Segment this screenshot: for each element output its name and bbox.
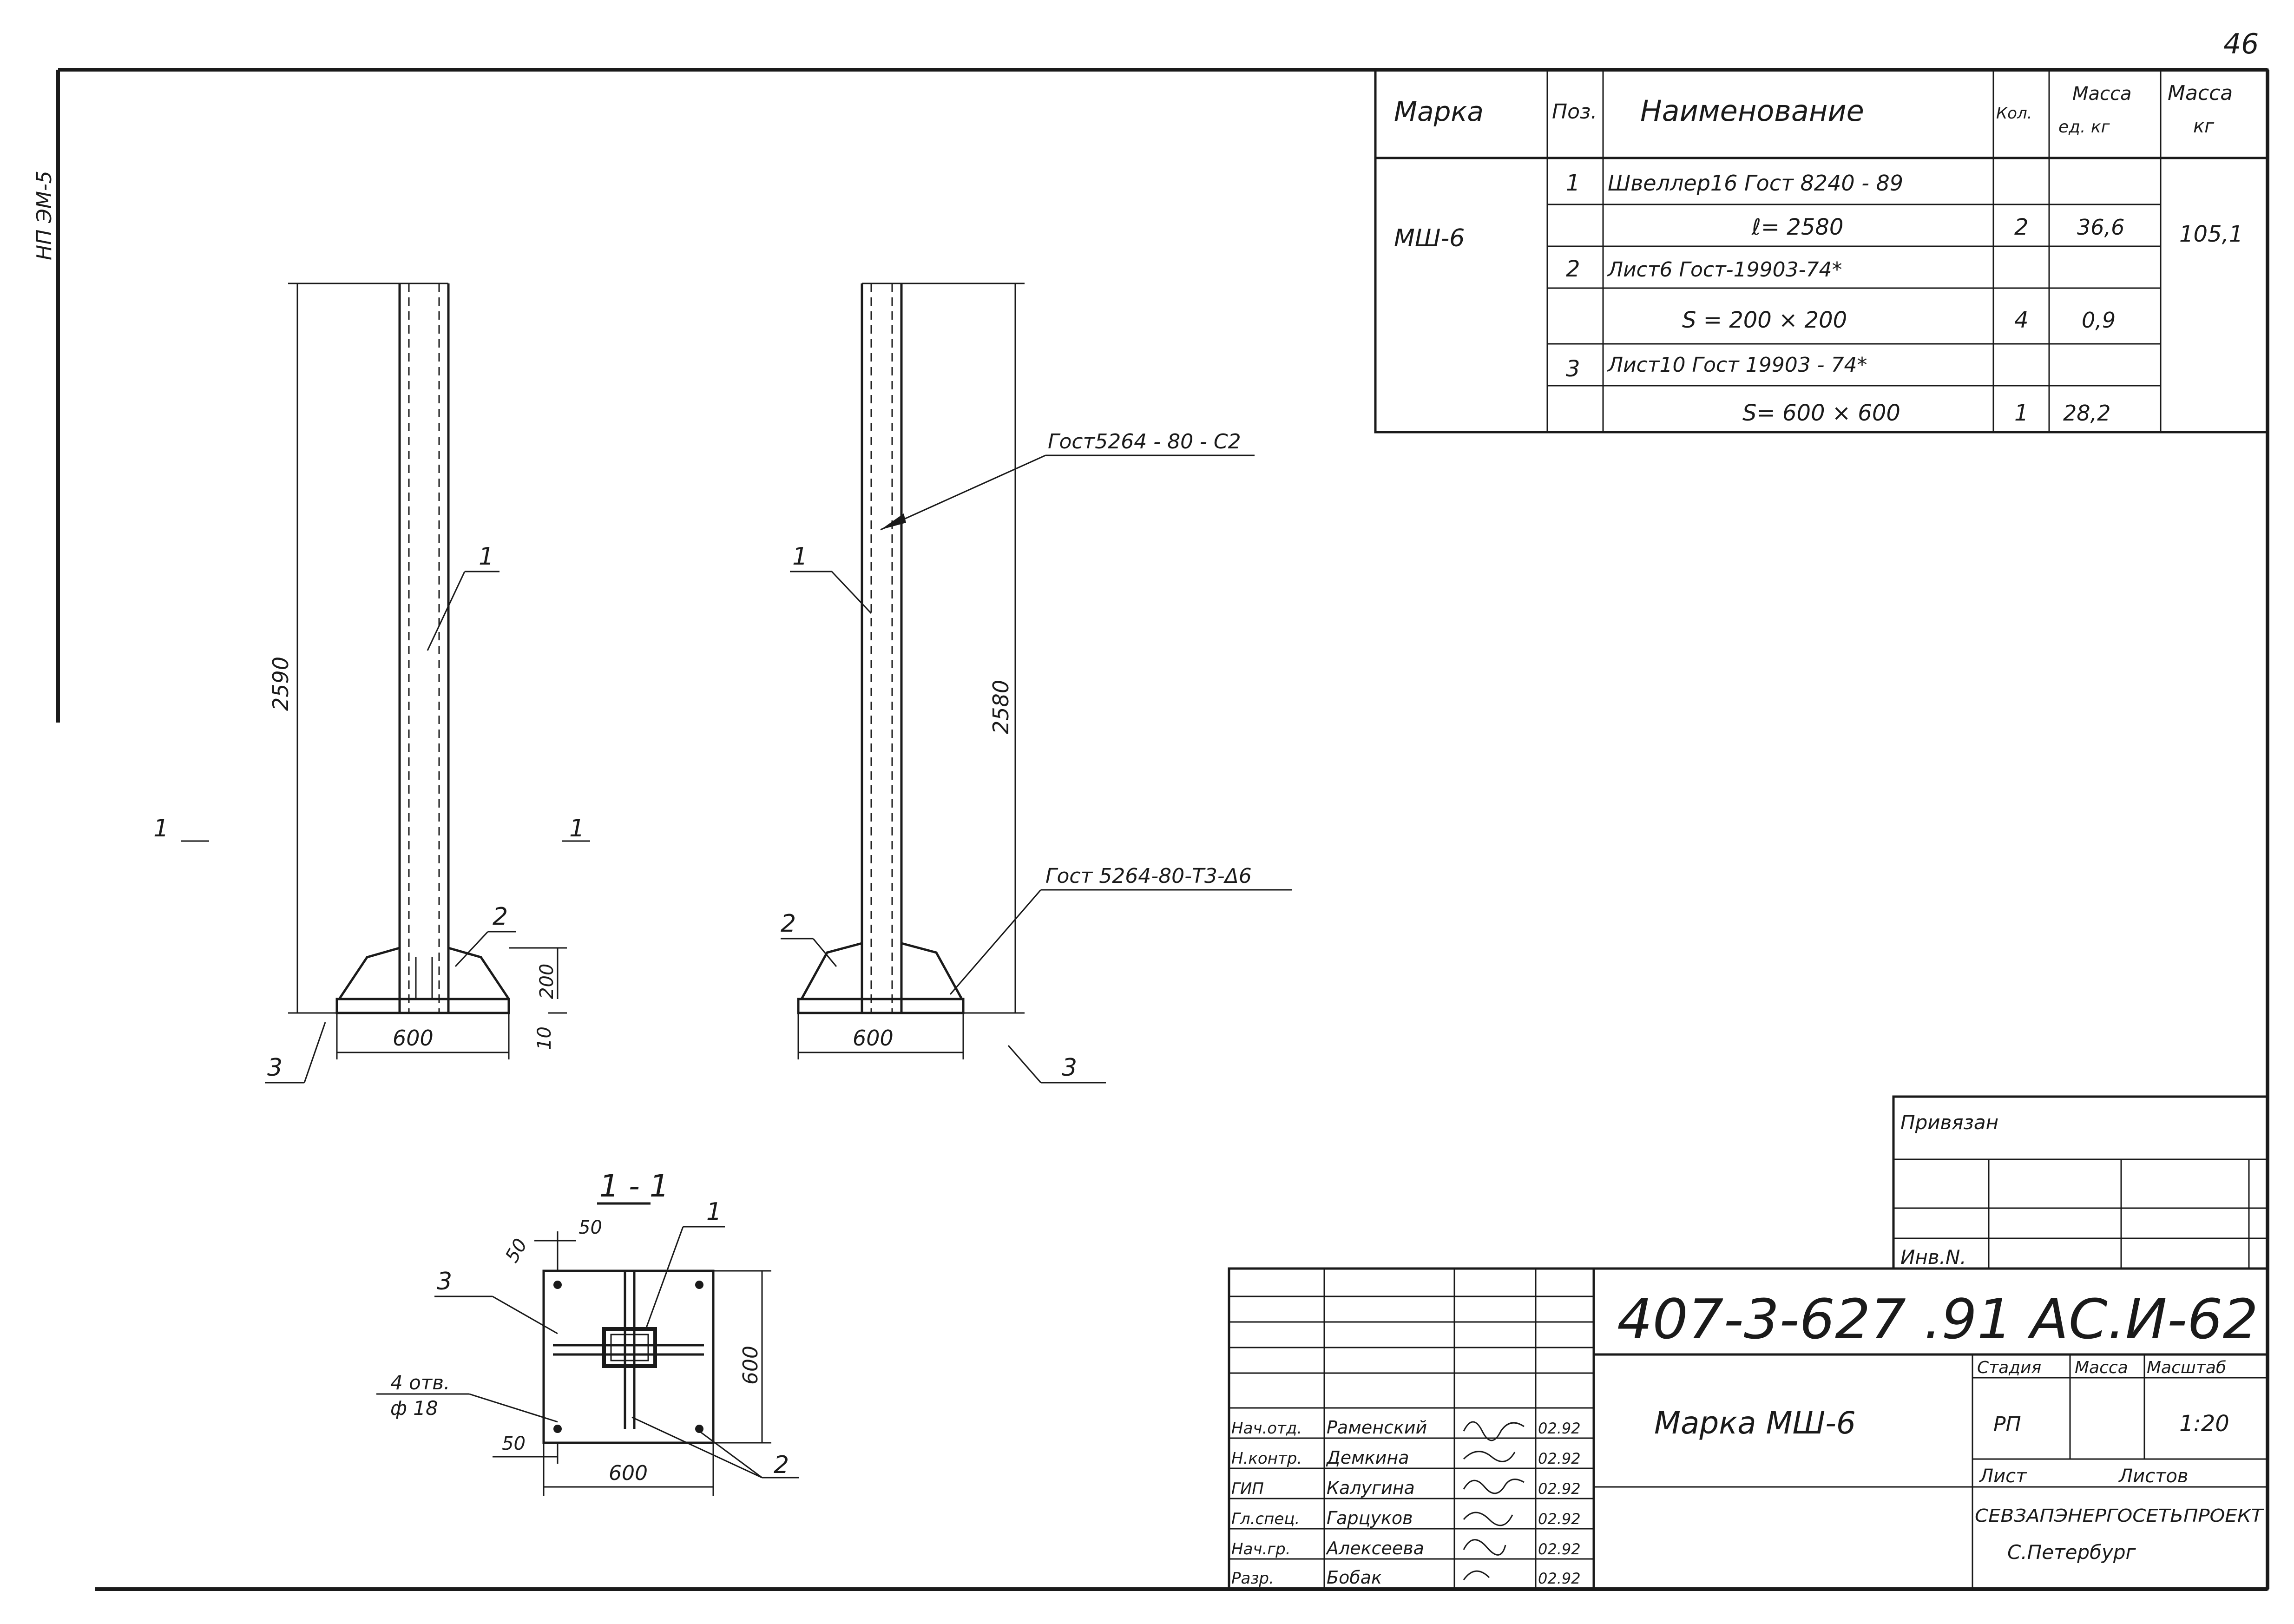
organization: СЕВЗАПЭНЕРГОСЕТЬПРОЕКТ (1975, 1506, 2264, 1526)
left-elevation-drawing (181, 283, 590, 1084)
spec-row-name: Лист6 Гост-19903-74* (1607, 258, 1842, 282)
spec-header-name: Наименование (1640, 94, 1864, 128)
signature-name: Демкина (1326, 1447, 1409, 1468)
spec-total-mass: 105,1 (2179, 221, 2243, 247)
spec-header-mark: Марка (1394, 96, 1484, 127)
spec-row-qty: 4 (2014, 307, 2029, 333)
spec-row-pos: 2 (1566, 256, 1580, 282)
scale-header: Масштаб (2147, 1358, 2226, 1377)
signature-role: Нач.отд. (1231, 1419, 1302, 1438)
section-1-1-drawing (376, 1202, 799, 1496)
side-stamp: НП ЭМ-5 (33, 171, 56, 260)
section-callout-1: 1 (706, 1198, 722, 1226)
section-callout-2: 2 (774, 1451, 789, 1479)
left-height-dim: 2590 (268, 657, 293, 711)
spec-row-name: S= 600 × 600 (1742, 400, 1900, 426)
section-dim-top: 50 (578, 1217, 602, 1238)
signature-role: Разр. (1231, 1569, 1274, 1588)
left-callout-3: 3 (267, 1054, 283, 1082)
spec-row-name: ℓ= 2580 (1751, 214, 1843, 240)
left-plate-dim: 10 (534, 1026, 555, 1050)
signature-date: 02.92 (1538, 1480, 1581, 1498)
weld-note-1: Гост5264 - 80 - С2 (1048, 430, 1241, 454)
left-gusset-dim: 200 (536, 964, 558, 999)
handwritten-signatures (1463, 1421, 1525, 1580)
section-dim-left: 50 (502, 1433, 526, 1454)
signature-role: Гл.спец. (1231, 1510, 1300, 1528)
right-callout-1: 1 (792, 543, 808, 571)
right-callout-2: 2 (781, 910, 796, 938)
spec-table (1374, 68, 2269, 434)
spec-header-mass-total-1: Масса (2168, 81, 2233, 105)
right-callout-3: 3 (1062, 1054, 1077, 1082)
left-section-mark: 1 (153, 815, 169, 842)
left-callout-1: 1 (479, 543, 494, 571)
right-base-dim: 600 (853, 1026, 894, 1051)
section-callout-3: 3 (437, 1268, 452, 1295)
right-elevation-drawing (781, 283, 1292, 1084)
signature-date: 02.92 (1538, 1450, 1581, 1467)
weld-note-2: Гост 5264-80-Т3-Δ6 (1045, 864, 1252, 888)
spec-row-mass: 0,9 (2082, 308, 2116, 333)
scale-value: 1:20 (2179, 1411, 2229, 1437)
spec-row-mass: 28,2 (2063, 401, 2110, 426)
left-base-dim: 600 (393, 1026, 434, 1051)
spec-row-mass: 36,6 (2077, 215, 2124, 240)
stage-header: Стадия (1977, 1358, 2041, 1377)
signature-name: Раменский (1327, 1417, 1427, 1438)
spec-header-pos: Поз. (1552, 100, 1597, 124)
mass-header: Масса (2075, 1358, 2128, 1377)
signature-name: Алексеева (1325, 1538, 1424, 1558)
signature-date: 02.92 (1538, 1510, 1581, 1528)
right-section-mark: 1 (569, 815, 585, 842)
signature-name: Гарцуков (1327, 1508, 1413, 1528)
sheets-label: Листов (2118, 1466, 2188, 1487)
section-title: 1 - 1 (599, 1168, 669, 1204)
stage-value: РП (1993, 1413, 2021, 1436)
spec-mark: МШ-6 (1394, 224, 1465, 252)
holes-label-2: ф 18 (390, 1397, 438, 1420)
spec-header-qty: Кол. (1996, 104, 2032, 123)
section-dim-width: 600 (609, 1461, 648, 1485)
signature-date: 02.92 (1538, 1570, 1581, 1587)
left-callout-2: 2 (493, 903, 508, 931)
spec-row-name: Швеллер16 Гост 8240 - 89 (1608, 171, 1903, 196)
spec-header-mass-unit-1: Масса (2072, 83, 2132, 105)
spec-row-pos: 3 (1566, 356, 1580, 382)
title-block (1228, 1267, 2269, 1591)
city: С.Петербург (2007, 1541, 2136, 1564)
signature-name: Бобак (1327, 1567, 1382, 1588)
section-dim-height: 600 (739, 1346, 762, 1385)
signature-date: 02.92 (1538, 1540, 1581, 1558)
spec-row-qty: 1 (2014, 400, 2029, 426)
spec-header-mass-total-2: кг (2193, 116, 2215, 137)
privyazan-label: Привязан (1900, 1111, 1998, 1134)
signature-role: ГИП (1231, 1479, 1264, 1498)
right-height-dim: 2580 (988, 680, 1013, 734)
sheet-number: 46 (2223, 28, 2259, 60)
signature-role: Н.контр. (1231, 1449, 1302, 1468)
drawing-title: Марка МШ-6 (1654, 1405, 1856, 1441)
sheet-label: Лист (1978, 1466, 2027, 1487)
spec-row-name: S = 200 × 200 (1682, 307, 1847, 333)
signature-date: 02.92 (1538, 1420, 1581, 1437)
signature-role: Нач.гр. (1231, 1540, 1291, 1558)
spec-row-qty: 2 (2014, 214, 2029, 240)
signature-name: Калугина (1327, 1478, 1415, 1498)
doc-code: 407-3-627 .91 АС.И-62 (1617, 1287, 2258, 1351)
spec-row-pos: 1 (1566, 170, 1580, 196)
holes-label-1: 4 отв. (390, 1371, 450, 1394)
spec-row-name: Лист10 Гост 19903 - 74* (1607, 353, 1867, 377)
spec-header-mass-unit-2: ед. кг (2058, 118, 2110, 137)
inv-label: Инв.N. (1900, 1246, 1966, 1269)
